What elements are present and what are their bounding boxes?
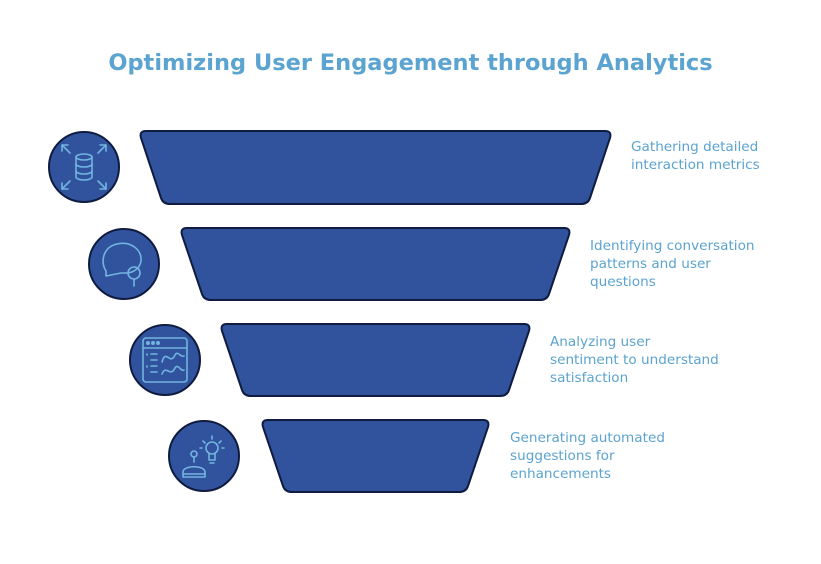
- funnel-stage-1: [48, 130, 612, 205]
- funnel-stage-3: [129, 323, 531, 397]
- sentiment-dashboard-icon: [129, 324, 201, 396]
- stage-4-label-line: suggestions for: [510, 448, 615, 464]
- robot-lightbulb-icon: [168, 420, 240, 492]
- stage-2-label-line: questions: [590, 274, 656, 290]
- funnel-stage-2: [88, 227, 571, 301]
- diagram-title: Optimizing User Engagement through Analy…: [108, 50, 713, 76]
- funnel-band-1: [139, 130, 612, 205]
- funnel-band-3: [220, 323, 531, 397]
- stage-4-label: Generating automated suggestions for enh…: [510, 429, 710, 483]
- funnel-stage-4: [168, 419, 490, 493]
- stage-1-label-line: Gathering detailed: [631, 139, 759, 155]
- stage-2-label: Identifying conversation patterns and us…: [590, 237, 790, 291]
- stage-4-label-line: enhancements: [510, 466, 612, 482]
- stage-3-label-line: satisfaction: [550, 370, 629, 386]
- stage-1-label: Gathering detailed interaction metrics: [631, 138, 821, 174]
- stage-4-label-line: Generating automated: [510, 430, 665, 446]
- database-expand-icon: [48, 131, 120, 203]
- chat-bubble-search-icon: [88, 228, 160, 300]
- stage-1-label-line: interaction metrics: [631, 157, 760, 173]
- funnel-band-4: [261, 419, 490, 493]
- stage-2-label-line: patterns and user: [590, 256, 711, 272]
- funnel-band-2: [180, 227, 571, 301]
- stage-3-label: Analyzing user sentiment to understand s…: [550, 333, 750, 387]
- stage-2-label-line: Identifying conversation: [590, 238, 755, 254]
- stage-3-label-line: Analyzing user: [550, 334, 651, 350]
- stage-3-label-line: sentiment to understand: [550, 352, 719, 368]
